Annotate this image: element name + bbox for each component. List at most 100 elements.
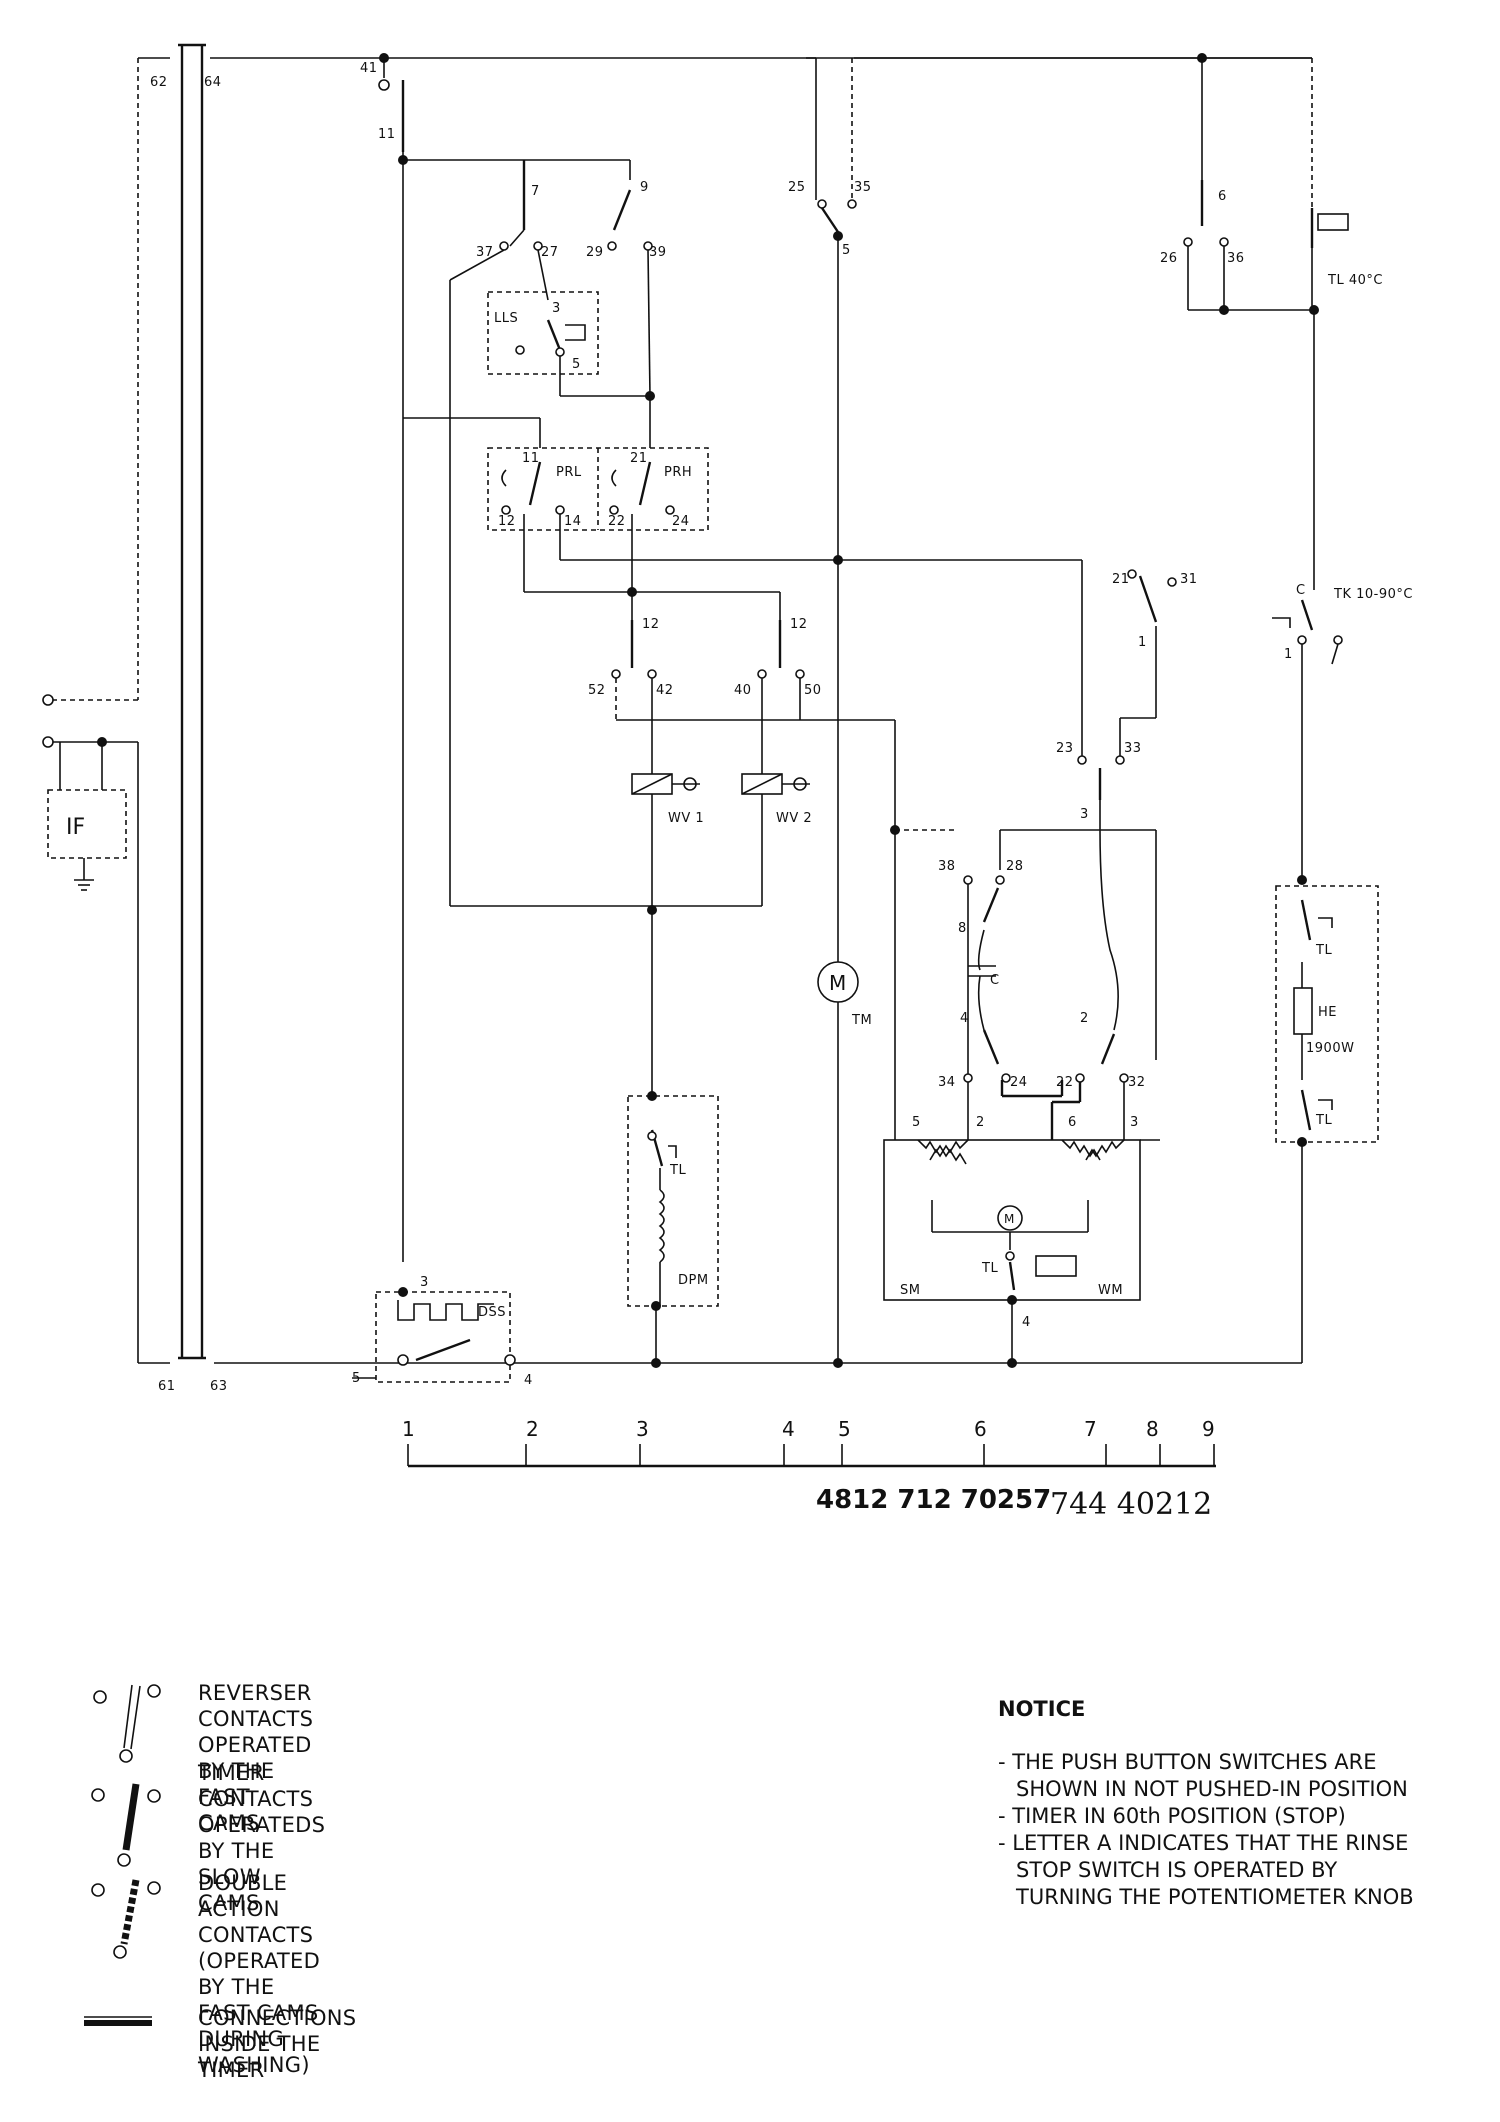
terminal-39: 39 <box>649 245 667 260</box>
prh-pin-21: 21 <box>630 451 648 466</box>
spin-motor-label: SM <box>900 1283 920 1298</box>
terminal-34: 34 <box>938 1075 956 1090</box>
terminal-64: 64 <box>204 75 222 90</box>
timer-contact-icon <box>91 1783 161 1867</box>
motor-pin-2: 2 <box>976 1115 985 1130</box>
part-number-handwritten: 744 40212 <box>1050 1487 1212 1522</box>
dss-pin-3: 3 <box>420 1275 429 1290</box>
legend-double-line2: (OPERATED BY THE FAST CAMS <box>198 1949 321 2025</box>
terminal-37: 37 <box>476 245 494 260</box>
scale-6: 6 <box>974 1417 987 1441</box>
scale-9: 9 <box>1202 1417 1215 1441</box>
legend-connections: CONNECTIONS INSIDE THE TIMER <box>198 2005 356 2083</box>
tk-pin-1: 1 <box>1284 647 1293 662</box>
lls-pin-3: 3 <box>552 301 561 316</box>
motor-pin-6: 6 <box>1068 1115 1077 1130</box>
terminal-25: 25 <box>788 180 806 195</box>
svg-text:M: M <box>1004 1212 1014 1226</box>
terminal-50: 50 <box>804 683 822 698</box>
terminal-26: 26 <box>1160 251 1178 266</box>
legend-reverser: REVERSER CONTACTS OPERATED BY THE FAST C… <box>198 1680 313 1836</box>
heater-tl-top: TL <box>1315 943 1332 958</box>
scale-7: 7 <box>1084 1417 1097 1441</box>
legend-double-line1: DOUBLE ACTION CONTACTS <box>198 1871 314 1947</box>
scale-5: 5 <box>838 1417 851 1441</box>
terminal-31: 31 <box>1180 572 1198 587</box>
legend-timer-line1: TIMER CONTACTS OPERATEDS <box>198 1761 326 1837</box>
terminal-33: 33 <box>1124 741 1142 756</box>
terminal-3: 3 <box>1080 807 1089 822</box>
reverser-contact-icon <box>93 1684 161 1763</box>
terminal-4: 4 <box>960 1011 969 1026</box>
contact-12a: 12 <box>642 617 660 632</box>
tl40-label: TL 40°C <box>1327 273 1383 288</box>
capacitor-label: C <box>990 973 1000 988</box>
prl-pin-12: 12 <box>498 514 516 529</box>
motor-tl-label: TL <box>981 1261 998 1276</box>
valve1-label: WV 1 <box>668 811 704 826</box>
notice-item-3: - LETTER A INDICATES THAT THE RINSE STOP… <box>998 1831 1414 1909</box>
heater-power: 1900W <box>1306 1041 1354 1056</box>
timer-motor-label: TM <box>851 1013 872 1028</box>
timer-scale <box>407 1444 1216 1468</box>
terminal-41: 41 <box>360 61 378 76</box>
terminal-62: 62 <box>150 75 168 90</box>
double-action-contact-icon <box>91 1879 161 1959</box>
legend-reverser-line2: BY THE FAST CAMS <box>198 1759 275 1835</box>
terminal-1: 1 <box>1138 635 1147 650</box>
terminal-36: 36 <box>1227 251 1245 266</box>
part-number: 4812 712 70257 <box>816 1485 1051 1515</box>
drain-pump <box>627 1091 719 1368</box>
terminal-35: 35 <box>854 180 872 195</box>
terminal-38: 38 <box>938 859 956 874</box>
dss-pin-5: 5 <box>352 1371 361 1386</box>
scale-3: 3 <box>636 1417 649 1441</box>
terminal-8: 8 <box>958 921 967 936</box>
motor-pin-3: 3 <box>1130 1115 1139 1130</box>
terminal-7: 7 <box>531 184 540 199</box>
legend-connections-line1: CONNECTIONS INSIDE THE TIMER <box>198 2006 357 2082</box>
scale-2: 2 <box>526 1417 539 1441</box>
lls-label: LLS <box>494 311 518 326</box>
filter-label: IF <box>66 815 85 840</box>
terminal-63: 63 <box>210 1379 228 1394</box>
terminal-23: 23 <box>1056 741 1074 756</box>
contact-12b: 12 <box>790 617 808 632</box>
prh-pin-24: 24 <box>672 514 690 529</box>
mains-bus <box>42 43 1312 1364</box>
notice-item-1: - THE PUSH BUTTON SWITCHES ARE SHOWN IN … <box>998 1750 1408 1801</box>
terminal-11: 11 <box>378 127 396 142</box>
heater-tl-bottom: TL <box>1315 1113 1332 1128</box>
drain-tl-label: TL <box>669 1163 686 1178</box>
prh-pin-22: 22 <box>608 514 626 529</box>
terminal-40: 40 <box>734 683 752 698</box>
legend-double-line3: DURING WASHING) <box>198 2027 310 2077</box>
water-valve-1 <box>631 760 700 910</box>
timer-connection-icon <box>84 2016 152 2026</box>
water-valve-2 <box>741 760 810 906</box>
dss-pin-4: 4 <box>524 1373 533 1388</box>
timer-motor: M <box>806 57 859 1368</box>
tk-label: TK 10-90°C <box>1333 587 1413 602</box>
terminal-2: 2 <box>1080 1011 1089 1026</box>
prh-label: PRH <box>664 465 692 480</box>
prl-pin-11: 11 <box>522 451 540 466</box>
drain-pump-label: DPM <box>678 1273 709 1288</box>
legend-double: DOUBLE ACTION CONTACTS (OPERATED BY THE … <box>198 1870 320 2078</box>
legend-timer-line2: BY THE SLOW CAMS <box>198 1839 275 1915</box>
heater-branch <box>854 53 1379 1363</box>
wash-motor-label: WM <box>1098 1283 1123 1298</box>
terminal-9: 9 <box>640 180 649 195</box>
terminal-42: 42 <box>656 683 674 698</box>
scale-8: 8 <box>1146 1417 1159 1441</box>
legend-reverser-line1: REVERSER CONTACTS OPERATED <box>198 1681 314 1757</box>
terminal-24: 24 <box>1010 1075 1028 1090</box>
lls-pin-5: 5 <box>572 357 581 372</box>
motor-pin-5: 5 <box>912 1115 921 1130</box>
interference-filter <box>47 737 127 891</box>
terminal-27: 27 <box>541 245 559 260</box>
terminal-28: 28 <box>1006 859 1024 874</box>
scale-1: 1 <box>402 1417 415 1441</box>
door-safety-switch <box>352 1287 516 1383</box>
